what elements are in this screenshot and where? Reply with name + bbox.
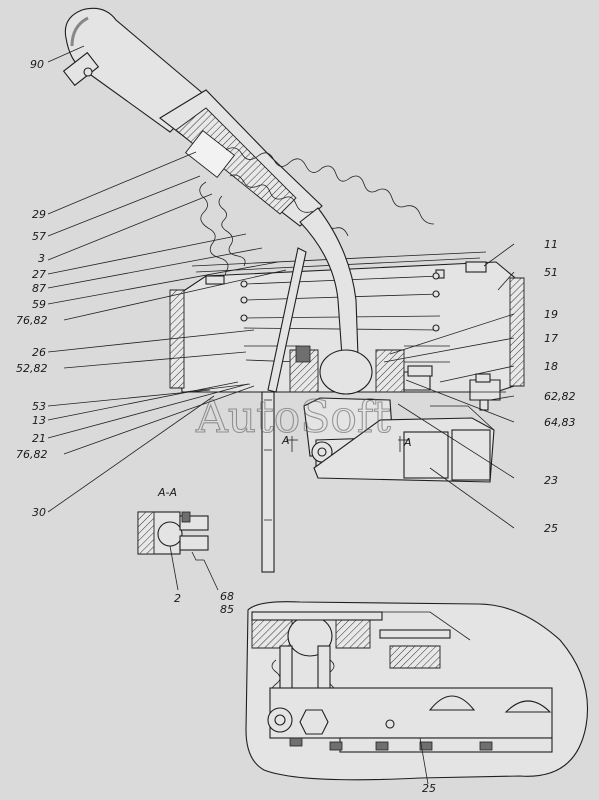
inset-detail-view [245, 601, 589, 781]
callout-64-83: 64,83 [544, 416, 576, 429]
callout-11: 11 [544, 238, 558, 251]
lever-knob [62, 7, 207, 133]
callout-25-inset: 25 [422, 782, 436, 795]
ball-joint-assembly [183, 345, 506, 411]
section-marker-right: A [403, 436, 412, 449]
section-title-a-a: A-A [157, 486, 177, 499]
callout-59: 59 [32, 298, 46, 311]
callout-19: 19 [544, 308, 558, 321]
lever-rod-upper [159, 89, 323, 227]
callout-17: 17 [544, 332, 558, 345]
callout-90: 90 [30, 58, 44, 71]
callout-62-82: 62,82 [544, 390, 576, 403]
callout-23: 23 [544, 474, 558, 487]
callout-25-main: 25 [544, 522, 558, 535]
section-a-a-view [137, 511, 209, 561]
callout-52-82: 52,82 [16, 362, 48, 375]
callout-13: 13 [32, 414, 46, 427]
callout-51: 51 [544, 266, 558, 279]
linkage-block-25 [286, 397, 495, 483]
callout-26: 26 [32, 346, 46, 359]
callout-27: 27 [32, 268, 46, 281]
lever-rod-lower [261, 207, 359, 573]
callout-87: 87 [32, 282, 46, 295]
callout-30: 30 [32, 506, 46, 519]
callout-29: 29 [32, 208, 46, 221]
section-marker-left: A [281, 434, 290, 447]
watermark: AutoSoft [195, 392, 391, 443]
leader-lines [47, 45, 515, 785]
callout-53: 53 [32, 400, 46, 413]
callout-85: 85 [220, 603, 234, 616]
callout-3: 3 [38, 252, 45, 265]
callout-57: 57 [32, 230, 46, 243]
callout-21: 21 [32, 432, 46, 445]
callout-2: 2 [174, 592, 181, 605]
callout-76-82-lower: 76,82 [16, 448, 48, 461]
callout-68: 68 [220, 590, 234, 603]
callout-76-82-upper: 76,82 [16, 314, 48, 327]
callout-18: 18 [544, 360, 558, 373]
section-cut-markers: A A A-A [157, 434, 412, 499]
callout-numbers: 90 29 57 3 27 87 59 76,82 26 52,82 53 13… [16, 58, 576, 795]
